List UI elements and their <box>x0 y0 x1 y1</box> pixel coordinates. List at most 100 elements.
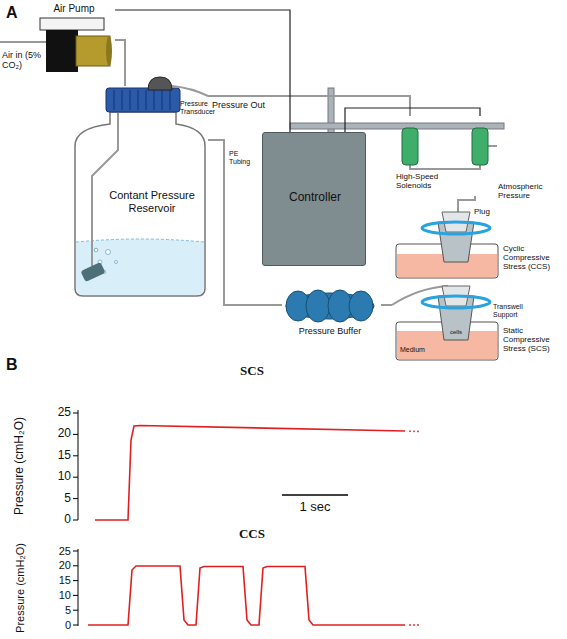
axis-title: Pressure (cmH₂O) <box>14 543 27 633</box>
ccs-trace <box>417 624 419 626</box>
scs-trace <box>409 430 411 432</box>
pressure-buffer: Pressure Buffer <box>282 288 381 340</box>
label-holder: Pressure Out <box>212 100 274 110</box>
label-holder: Transwell Support <box>493 303 537 319</box>
scs-trace <box>417 431 419 433</box>
text-label: 25 <box>36 545 71 558</box>
time-scale-bar <box>282 495 348 496</box>
scs-trace <box>413 430 415 432</box>
text-label: Pressure Out <box>212 100 274 110</box>
scs-trace <box>95 426 419 521</box>
label-holder: Atmospheric Pressure <box>498 182 560 200</box>
solenoid-valve <box>410 165 480 169</box>
bubbler-tube <box>80 262 105 282</box>
text-label: Plug <box>474 207 498 216</box>
node-label: High-Speed Solenoids <box>396 172 458 190</box>
axis-title: Pressure (cmH₂O) <box>13 417 27 515</box>
label-holder: 15 <box>36 449 71 463</box>
solenoid-valve <box>402 128 418 165</box>
support-rod <box>290 123 504 129</box>
ccs-plot-axes <box>73 549 78 626</box>
label-holder: 10 <box>36 470 71 484</box>
label-holder: cells <box>446 329 466 336</box>
controller-box: Controller <box>262 132 366 266</box>
ccs-trace <box>88 566 405 625</box>
pressure-tube <box>381 304 392 306</box>
ccs-well <box>396 204 498 278</box>
node-label: Cyclic Compressive Stress (CCS) <box>503 244 561 272</box>
text-label: PE Tubing <box>229 150 261 166</box>
text-label: 0 <box>36 513 71 527</box>
text-label: Atmospheric Pressure <box>498 182 560 200</box>
scs-plot-axes <box>73 413 78 520</box>
text-label: 0 <box>36 619 71 632</box>
text-label: B <box>6 356 26 374</box>
reservoir-cap <box>106 88 180 112</box>
reservoir-bottle <box>75 112 205 296</box>
time-scale-bar <box>282 494 348 496</box>
ccs-well <box>422 222 490 234</box>
text-label: 10 <box>36 589 71 602</box>
air-pump <box>76 36 110 66</box>
label-holder: CCS <box>202 527 302 542</box>
label-holder: 25 <box>36 545 71 558</box>
text-label: 25 <box>36 406 71 420</box>
solenoid-group: High-Speed Solenoids <box>396 116 496 196</box>
air-intake-tube <box>0 42 46 43</box>
text-label: Transwell Support <box>493 303 537 319</box>
air-pump: Air Pump <box>36 2 115 74</box>
text-label: 20 <box>36 559 71 572</box>
label-holder: B <box>6 356 26 374</box>
text-label: Medium <box>400 346 440 354</box>
pressure-transducer <box>172 86 208 96</box>
ccs-trace <box>413 624 415 626</box>
solenoid-valve <box>472 128 488 165</box>
text-label: 15 <box>36 449 71 463</box>
pressure-buffer <box>286 290 374 322</box>
text-label: 10 <box>36 470 71 484</box>
reservoir-bottle <box>76 239 204 242</box>
reservoir-bottle <box>94 248 98 252</box>
node-label: Contant Pressure Reservoir <box>102 189 202 214</box>
text-label: A <box>6 4 26 22</box>
node-label: Static Compressive Stress (SCS) <box>503 326 561 354</box>
label-holder: 5 <box>36 604 71 617</box>
text-label: 1 sec <box>285 500 345 515</box>
text-label: 20 <box>36 427 71 441</box>
label-holder: 25 <box>36 406 71 420</box>
node-label: Pressure Buffer <box>282 326 378 336</box>
label-holder: Air in (5% CO₂) <box>2 50 46 71</box>
reservoir-bottle <box>115 261 118 264</box>
solenoid-valve <box>488 145 497 147</box>
scs-plot-axes <box>78 410 79 520</box>
control-wire <box>115 10 290 132</box>
text-label: 5 <box>36 492 71 506</box>
label-holder: A <box>6 4 26 22</box>
label-holder: 1 sec <box>285 500 345 515</box>
label-holder: Pressure (cmH₂O) <box>14 543 27 633</box>
air-pump <box>46 30 78 72</box>
label-holder: 15 <box>36 574 71 587</box>
ccs-plot-axes <box>78 549 79 626</box>
label-holder: 10 <box>36 589 71 602</box>
control-wire <box>345 108 480 132</box>
reservoir-bottle <box>106 250 111 255</box>
ccs-plot-axes <box>73 551 78 625</box>
text-label: Air in (5% CO₂) <box>2 50 46 71</box>
scs-plot-axes <box>73 410 78 520</box>
scs-well <box>422 296 490 308</box>
reservoir-cap <box>106 88 180 112</box>
air-tube <box>115 40 125 86</box>
text-label: 5 <box>36 604 71 617</box>
text-label: cells <box>446 329 466 336</box>
scs-trace <box>95 426 405 521</box>
label-holder: 0 <box>36 513 71 527</box>
node-label: Controller <box>267 191 363 205</box>
reservoir-bottle <box>76 239 204 295</box>
text-label: 15 <box>36 574 71 587</box>
reservoir-cap <box>114 90 170 110</box>
ccs-trace <box>88 566 419 626</box>
